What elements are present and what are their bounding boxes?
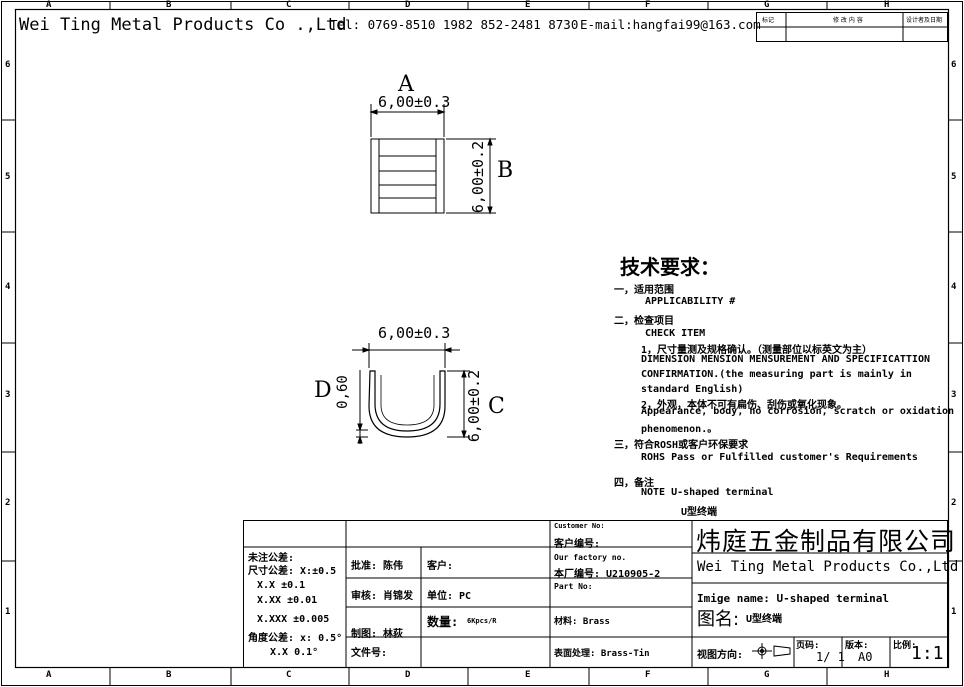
figure-label: 图名:	[697, 609, 740, 630]
cust-no-en: Customer No:	[554, 522, 605, 530]
col-label-c: C	[286, 0, 292, 10]
row-label-3: 3	[5, 390, 11, 400]
view-c-dim: 6,00±0.2	[465, 369, 484, 443]
col-label-f-bottom: F	[645, 670, 651, 680]
row-label-3-right: 3	[951, 390, 957, 400]
req-s2-l5: standard English)	[641, 384, 744, 395]
factory-no-cn: 本厂编号: U210905-2	[554, 569, 661, 580]
rev-col-mark: 标记	[762, 17, 775, 24]
row-label-2: 2	[5, 498, 11, 508]
tol-x3: X.XXX ±0.005	[257, 614, 330, 625]
col-label-b: B	[166, 0, 172, 10]
req-s2-l3: DIMENSION MENSION MENSUREMENT AND SPECIF…	[641, 354, 930, 365]
view-c-label: C	[488, 394, 505, 419]
file-no: 文件号:	[351, 648, 388, 659]
page-value: 1/ 1	[816, 650, 845, 664]
draw: 制图: 林荻	[351, 629, 404, 640]
image-name: Imige name: U-shaped terminal	[697, 592, 890, 605]
req-s1-text: APPLICABILITY #	[645, 296, 736, 307]
req-s2-l8: phenomenon.。	[641, 424, 718, 435]
version-label: 版本:	[845, 641, 869, 651]
col-label-b-bottom: B	[166, 670, 172, 680]
req-s4-l1: NOTE U-shaped terminal	[641, 487, 774, 498]
u-view	[352, 343, 470, 444]
revision-table	[756, 12, 948, 42]
requirements-title: 技术要求：	[620, 255, 720, 279]
tol-title2: 尺寸公差: X:±0.5	[248, 566, 337, 577]
req-s2-l2: 1，尺寸量测及规格确认。（测量部位以标英文为主）	[641, 345, 873, 356]
customer: 客户:	[427, 561, 454, 572]
row-label-1: 1	[5, 607, 11, 617]
factory-no-en: Our factory no.	[554, 553, 627, 562]
view-bottom-width-dim: 6,00±0.3	[378, 324, 451, 342]
col-label-c-bottom: C	[286, 670, 292, 680]
req-s4-title: 四，备注	[614, 478, 654, 489]
col-label-g-bottom: G	[764, 670, 770, 680]
row-label-6: 6	[5, 60, 11, 70]
part-no: Part No:	[554, 582, 593, 591]
view-a-dim: 6,00±0.3	[378, 93, 451, 111]
view-d-label: D	[314, 378, 332, 403]
col-label-h-bottom: H	[884, 670, 890, 680]
tol-x2: X.XX ±0.01	[257, 595, 318, 606]
row-label-5: 5	[5, 172, 11, 182]
title-block	[243, 520, 948, 668]
figure-value: U型终端	[746, 614, 783, 625]
req-s3-text: ROHS Pass or Fulfilled customer's Requir…	[641, 452, 918, 463]
qty-value: 6Kpcs/R	[467, 617, 497, 625]
row-label-6-right: 6	[951, 60, 957, 70]
view-b-label: B	[497, 158, 514, 183]
scale-value: 1:1	[911, 643, 944, 664]
col-label-g: G	[764, 0, 770, 10]
req-s2-l7: Appearance, body, no corrosion, scratch …	[641, 406, 955, 417]
row-label-1-right: 1	[951, 607, 957, 617]
req-s2-l1: CHECK ITEM	[645, 328, 706, 339]
req-s2-l6: 2，外观，本体不可有扁伤、刮伤或氧化现象。	[641, 400, 848, 411]
version-value: A0	[858, 650, 873, 664]
col-label-f: F	[645, 0, 651, 10]
approve: 批准: 陈伟	[351, 561, 404, 572]
col-label-a: A	[46, 0, 52, 10]
tol-angle: 角度公差: x: 0.5°	[248, 633, 343, 644]
col-label-e: E	[525, 0, 531, 10]
unit: 单位: PC	[427, 591, 472, 602]
req-s1-title: 一，适用范围	[614, 285, 674, 296]
qty-label: 数量:	[427, 615, 459, 629]
page-label: 页码:	[796, 641, 820, 651]
row-label-4-right: 4	[951, 282, 957, 292]
scale-label: 比例:	[893, 641, 917, 651]
view-direction: 视图方向:	[697, 650, 744, 661]
company-cn: 炜庭五金制品有限公司	[696, 527, 957, 556]
view-a-label: A	[398, 72, 414, 97]
company-en: Wei Ting Metal Products Co.,Ltd	[697, 559, 959, 575]
col-label-d-bottom: D	[405, 670, 411, 680]
req-s2-title: 二，检查项目	[614, 316, 674, 327]
view-b-dim: 6,00±0.2	[469, 140, 488, 214]
top-view	[369, 104, 496, 215]
rev-col-designer: 设计者及日期	[906, 17, 943, 24]
tol-title1: 未注公差:	[248, 553, 295, 564]
review: 审核: 肖锦发	[351, 591, 414, 602]
tol-angle2: X.X 0.1°	[270, 647, 319, 658]
req-s4-l2: U型终端	[681, 507, 718, 518]
col-label-d: D	[405, 0, 411, 10]
row-label-2-right: 2	[951, 498, 957, 508]
req-s2-l4: CONFIRMATION.(the measuring part is main…	[641, 369, 912, 380]
row-label-5-right: 5	[951, 172, 957, 182]
header-tel: Tel: 0769-8510 1982 852-2481 8730	[330, 17, 579, 32]
tol-x1: X.X ±0.1	[257, 580, 306, 591]
col-label-h: H	[884, 0, 890, 10]
col-label-e-bottom: E	[525, 670, 531, 680]
row-label-4: 4	[5, 282, 11, 292]
surface: 表面处理: Brass-Tin	[554, 649, 650, 659]
cust-no-cn: 客户编号:	[554, 539, 601, 550]
header-company: Wei Ting Metal Products Co .,Ltd	[19, 15, 347, 35]
header-email: E-mail:hangfai99@163.com	[580, 17, 761, 32]
col-label-a-bottom: A	[46, 670, 52, 680]
req-s3-title: 三，符合ROSH或客户环保要求	[614, 440, 749, 451]
rev-col-content: 修 改 内 容	[833, 17, 863, 24]
view-d-dim: 0,60	[334, 375, 351, 409]
material: 材料: Brass	[554, 617, 610, 627]
